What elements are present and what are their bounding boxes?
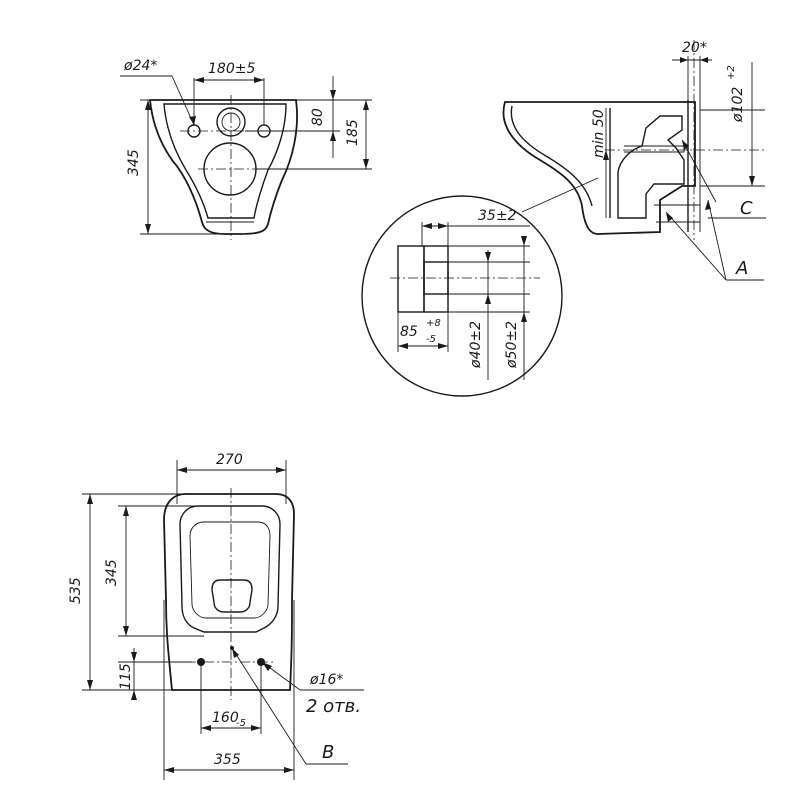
plan-view-bowl-opening [179,505,281,633]
dim-height-185: 185 [345,119,361,146]
plan-view: 270 535 345 115 160 -5 355 [68,452,364,780]
dim-outlet-diameter: ø102 [730,87,746,123]
dim-length-345: 345 [104,559,120,586]
label-a: A [735,258,748,279]
side-view-trap [617,115,685,219]
top-view: ø24* 180±5 345 80 185 [120,58,372,240]
dim-85: 85 [400,324,418,340]
dim-355: 355 [214,752,241,768]
dim-width-270: 270 [216,452,243,468]
plan-view-outline [163,493,295,691]
label-b: B [322,742,334,763]
dim-35: 35±2 [478,208,517,224]
dim-40: ø40±2 [468,321,484,369]
dim-50: ø50±2 [504,321,520,369]
dim-height-total: 345 [126,149,142,176]
dim-160: 160 [212,710,239,726]
detail-view: 35±2 85 +8 -5 ø40±2 ø50±2 [361,195,563,397]
plan-view-front-recess [211,579,253,613]
side-view: 20* ø102 +2 min 50 C A [502,40,766,281]
dim-top-20: 20* [682,40,707,56]
dim-160-tol: -5 [236,718,246,729]
dim-min-50: min 50 [591,109,607,158]
dim-85-tol-upper: +8 [426,318,441,329]
dim-height-80: 80 [310,108,326,126]
detail-circle [361,195,563,397]
dim-length-535: 535 [68,577,84,604]
dim-outlet-tolerance: +2 [726,65,737,80]
dim-hole-diameter: ø24* [123,58,157,74]
side-view-bowl [502,101,696,235]
top-view-inner-outline [163,103,287,219]
dim-85-tol-lower: -5 [426,334,436,345]
bolt-holes-note: 2 отв. [306,696,361,717]
label-c: C [740,198,753,219]
top-view-outline [149,99,298,235]
detail-section-hatch [397,245,425,313]
dim-bolt-diameter: ø16* [309,672,343,688]
dim-115: 115 [118,663,134,690]
dim-hole-spacing: 180±5 [208,61,255,77]
